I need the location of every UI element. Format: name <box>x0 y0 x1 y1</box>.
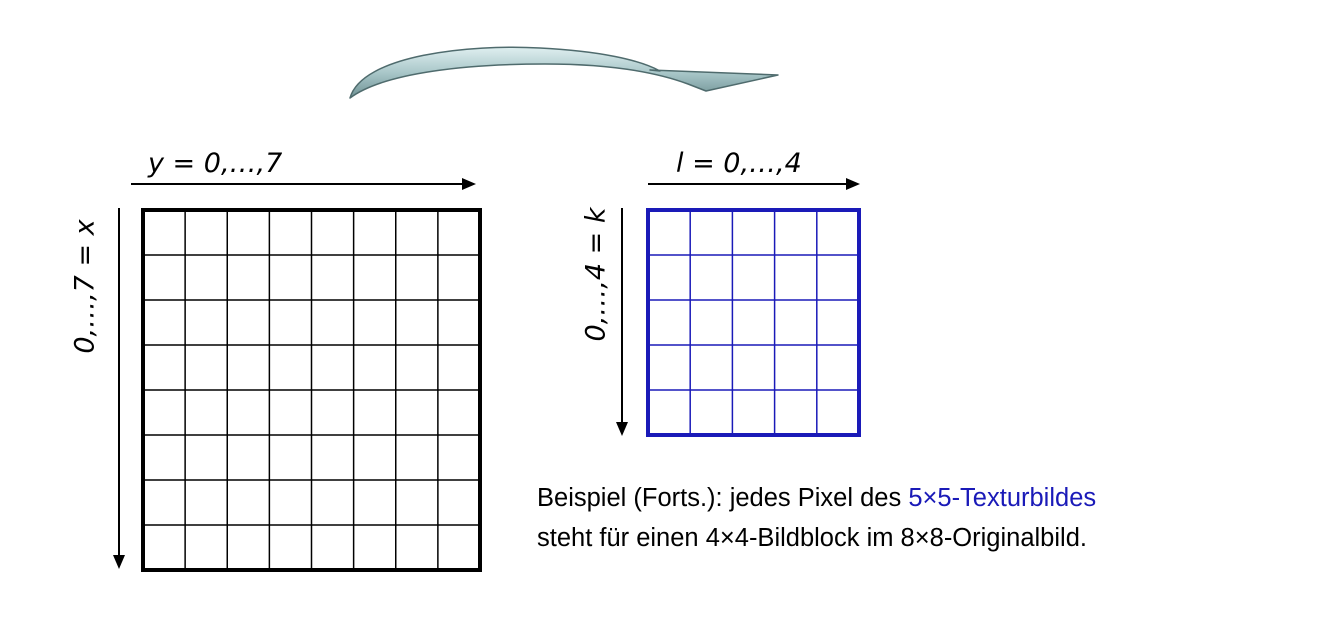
texture-grid-border <box>646 208 861 437</box>
x-axis-arrow <box>113 208 125 569</box>
caption-highlight: 5×5-Texturbildes <box>908 484 1097 512</box>
l-axis-label: l = 0,…,4 <box>676 148 802 179</box>
caption-line-1: Beispiel (Forts.): jedes Pixel des 5×5-T… <box>537 478 1096 518</box>
x-axis-label: 0,…,7 = x <box>69 219 101 354</box>
curved-arrow-icon <box>349 46 779 99</box>
k-axis-arrow <box>616 208 628 436</box>
caption-line-2: steht für einen 4×4-Bildblock im 8×8-Ori… <box>537 524 1087 552</box>
caption: Beispiel (Forts.): jedes Pixel des 5×5-T… <box>537 478 1096 558</box>
caption-line-1-text: Beispiel (Forts.): jedes Pixel des <box>537 484 909 512</box>
k-axis-label: 0,…,4 = k <box>580 207 612 342</box>
original-grid-border <box>141 208 482 572</box>
texture-image-grid <box>646 208 861 437</box>
y-axis-arrow <box>131 178 476 190</box>
l-axis-arrow <box>648 178 860 190</box>
y-axis-label: y = 0,…,7 <box>148 148 283 179</box>
original-image-grid <box>141 208 482 572</box>
